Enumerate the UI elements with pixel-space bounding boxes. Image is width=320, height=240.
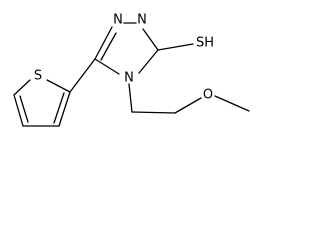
bond-c3-n4	[138, 49, 159, 74]
bond-thienyl-c4-c5-inner	[19, 95, 29, 123]
atom-label-thiol: SH	[196, 36, 214, 51]
thiophene-ring	[13, 58, 96, 127]
triazole-ring	[94, 22, 159, 75]
molecule-drawing: N N N SH S O	[13, 13, 250, 127]
bond-c5-thienyl	[69, 58, 96, 93]
atom-label-n4: N	[124, 71, 134, 86]
bond-n1-c5-inner	[100, 32, 117, 61]
atom-label-thiophene-s: S	[34, 69, 42, 84]
atom-label-n1: N	[113, 13, 123, 28]
bond-n4-ch2	[128, 83, 133, 113]
atom-label-ether-o: O	[203, 88, 213, 103]
atom-label-n2: N	[137, 13, 147, 28]
structure-canvas: N N N SH S O	[0, 0, 257, 139]
bond-c3-s	[157, 43, 194, 51]
bond-ch2-o	[174, 97, 202, 114]
bond-thienyl-c2-c3	[58, 91, 71, 127]
bond-o-ch3	[214, 95, 250, 112]
bond-n1-c5	[94, 26, 113, 60]
bond-c5-n4	[94, 58, 120, 75]
methoxyethyl-chain	[128, 83, 250, 114]
bond-ch2-ch2	[131, 111, 176, 114]
bond-n2-c3	[142, 28, 159, 51]
bond-thienyl-c5-s	[13, 79, 31, 96]
bond-thienyl-c4-c5	[13, 94, 24, 127]
bond-thienyl-s-c2	[46, 79, 71, 93]
bond-thienyl-c2-c3-inner	[53, 92, 65, 124]
